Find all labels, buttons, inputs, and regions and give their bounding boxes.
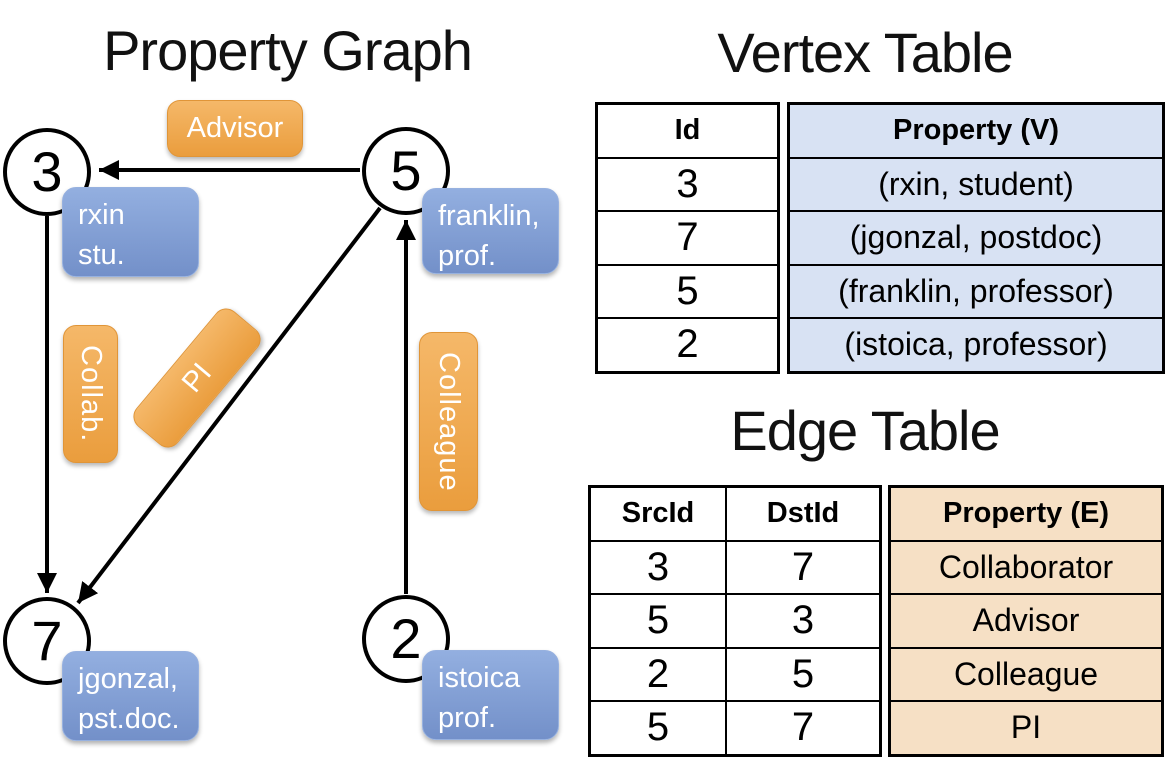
edge-table-property-column: Property (E) Collaborator Advisor Collea… xyxy=(888,485,1164,757)
table-cell: Collaborator xyxy=(891,539,1161,594)
column-header-id: Id xyxy=(674,114,701,147)
property-graph-title: Property Graph xyxy=(103,19,473,82)
table-cell: (rxin, student) xyxy=(790,156,1162,211)
table-cell: 3 xyxy=(591,539,725,594)
edge-label-text: PI xyxy=(175,356,218,399)
edge-table-id-columns: SrcId 3 5 2 5 DstId 7 3 5 7 xyxy=(588,485,882,757)
edge-label-text: Colleague xyxy=(433,351,465,492)
table-cell: 2 xyxy=(598,317,777,371)
vertex-table-property-column: Property (V) (rxin, student) (jgonzal, p… xyxy=(787,102,1165,374)
vertex-card-jgonzal: jgonzal, pst.doc. xyxy=(62,651,199,741)
edge-label-text: Advisor xyxy=(186,112,284,144)
table-cell: 5 xyxy=(727,646,879,701)
edge-table-title: Edge Table xyxy=(730,399,1000,462)
card-line: stu. xyxy=(78,239,125,272)
vertex-table-title: Vertex Table xyxy=(717,21,1013,84)
graph-edges xyxy=(37,160,416,605)
graph-node-5: 5 xyxy=(362,127,450,215)
column-header-srcid: SrcId xyxy=(621,497,695,530)
edge-label-advisor: Advisor xyxy=(167,100,303,157)
edge-label-colleague: Colleague xyxy=(419,332,478,511)
table-cell: 3 xyxy=(598,156,777,211)
table-cell: Colleague xyxy=(891,646,1161,701)
edge-5-to-7 xyxy=(76,206,382,605)
column-header-dstid: DstId xyxy=(766,497,840,530)
table-cell: 3 xyxy=(727,593,879,647)
table-cell: Advisor xyxy=(891,593,1161,647)
node-id: 3 xyxy=(31,140,63,203)
table-cell: (jgonzal, postdoc) xyxy=(790,210,1162,264)
edge-label-collab: Collab. xyxy=(63,325,118,463)
vertex-table-id-column: Id 3 7 5 2 xyxy=(595,102,780,374)
node-id: 2 xyxy=(390,607,422,670)
column-header-property-e: Property (E) xyxy=(943,497,1109,530)
node-id: 5 xyxy=(390,139,422,202)
card-line: prof. xyxy=(438,240,497,273)
graph-node-2: 2 xyxy=(362,595,450,683)
table-cell: 5 xyxy=(591,593,725,647)
card-line: franklin, xyxy=(438,200,540,232)
card-line: prof. xyxy=(438,702,497,735)
table-cell: PI xyxy=(891,700,1161,754)
table-cell: 7 xyxy=(727,539,879,594)
table-cell: 5 xyxy=(591,700,725,754)
column-header-property-v: Property (V) xyxy=(893,114,1059,147)
vertex-card-istoica: istoica prof. xyxy=(422,650,559,740)
table-cell: (istoica, professor) xyxy=(790,317,1162,371)
card-line: rxin xyxy=(78,199,125,231)
table-cell: 2 xyxy=(591,646,725,701)
vertex-card-franklin: franklin, prof. xyxy=(422,188,559,274)
table-cell: 7 xyxy=(727,700,879,754)
edge-label-text: Collab. xyxy=(75,345,107,443)
card-line: pst.doc. xyxy=(78,703,180,736)
edge-table-dstid-column: DstId 7 3 5 7 xyxy=(727,488,879,754)
edge-table-srcid-column: SrcId 3 5 2 5 xyxy=(591,488,727,754)
table-cell: 7 xyxy=(598,210,777,264)
table-cell: 5 xyxy=(598,263,777,318)
table-cell: (franklin, professor) xyxy=(790,263,1162,318)
card-line: istoica xyxy=(438,662,521,694)
vertex-card-rxin: rxin stu. xyxy=(62,187,199,277)
card-line: jgonzal, xyxy=(78,663,178,695)
node-id: 7 xyxy=(31,609,63,672)
